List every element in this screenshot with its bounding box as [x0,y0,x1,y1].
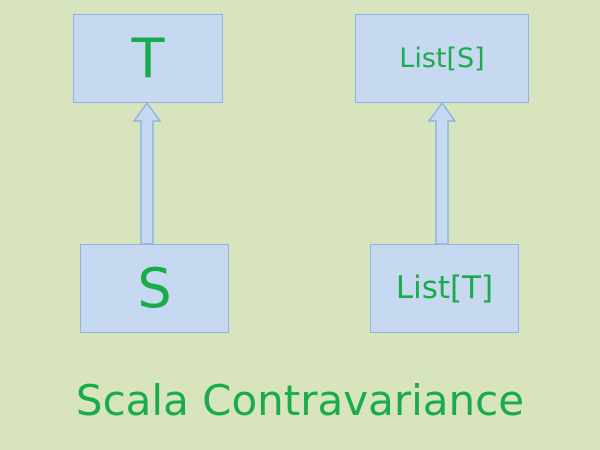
list-s-label: List[S] [399,43,485,74]
supertype-box-t: T [73,14,223,103]
list-t-label: List[T] [395,270,494,306]
subtype-label: S [137,256,172,320]
diagram-title: Scala Contravariance [75,376,525,425]
supertype-label: T [131,26,165,90]
right-inheritance-arrow [427,101,457,245]
subtype-box-s: S [80,244,229,333]
list-t-box: List[T] [370,244,519,333]
list-s-box: List[S] [355,14,529,103]
left-inheritance-arrow [132,101,162,245]
